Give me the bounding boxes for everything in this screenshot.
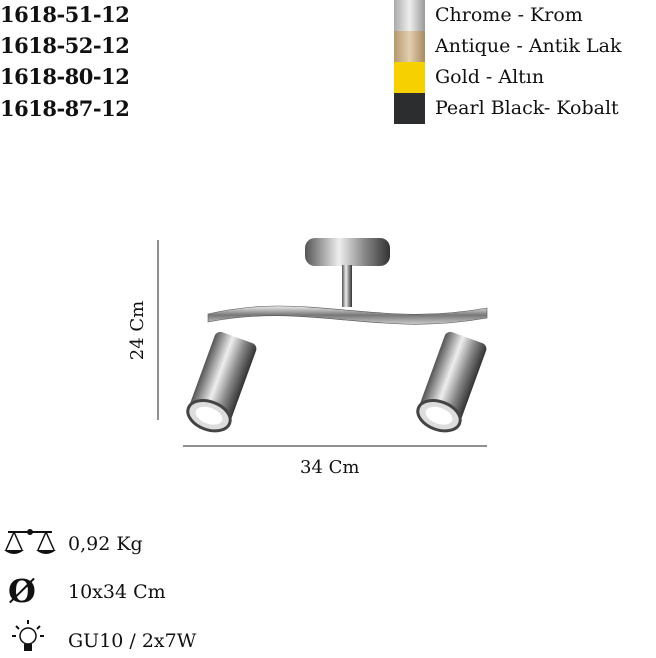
color-label: Pearl Black- Kobalt (435, 97, 619, 119)
diameter-icon: Ø (8, 572, 36, 610)
antique-swatch (394, 31, 425, 62)
color-label: Gold - Altın (435, 66, 545, 88)
weight-value: 0,92 Kg (68, 533, 143, 555)
lamp-drawing (157, 238, 488, 447)
pearl-black-swatch (394, 93, 425, 124)
product-code: 1618-51-12 (0, 2, 130, 27)
bar (207, 305, 488, 325)
product-code: 1618-52-12 (0, 33, 130, 58)
lightbulb-icon (12, 620, 44, 651)
left-spotlight (186, 331, 257, 433)
color-label: Antique - Antik Lak (435, 35, 622, 57)
stem (342, 265, 352, 307)
canopy (305, 238, 390, 266)
product-code: 1618-80-12 (0, 64, 130, 89)
product-code: 1618-87-12 (0, 96, 130, 121)
chrome-swatch (394, 0, 425, 31)
right-spotlight (416, 331, 487, 433)
gold-swatch (394, 62, 425, 93)
scale-icon (4, 529, 56, 554)
height-label: 24 Cm (127, 300, 149, 361)
size-value: 10x34 Cm (68, 581, 166, 603)
width-label: 34 Cm (300, 457, 360, 478)
color-label: Chrome - Krom (435, 4, 583, 26)
bulb-value: GU10 / 2x7W (68, 630, 197, 652)
